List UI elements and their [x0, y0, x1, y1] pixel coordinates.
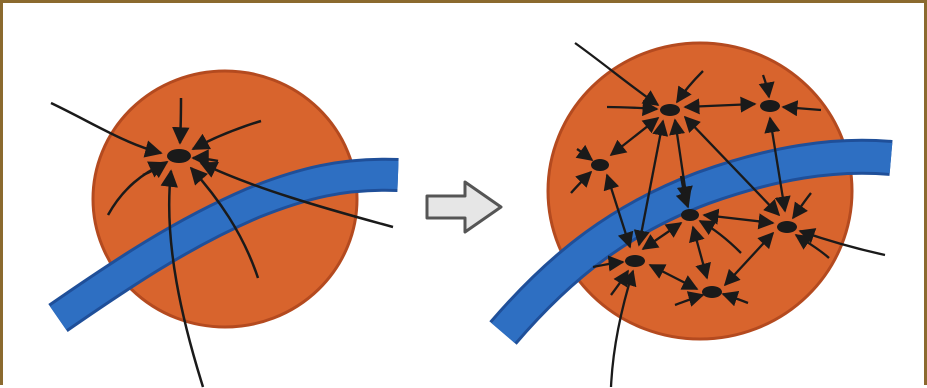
hub-e	[777, 221, 797, 233]
hub-c	[591, 159, 609, 171]
right-arrow-icon	[427, 182, 501, 232]
hub-g	[702, 286, 722, 298]
hub-f	[625, 255, 645, 267]
hub-a	[660, 104, 680, 116]
diagram-canvas	[3, 3, 927, 388]
panel-before	[51, 71, 398, 387]
hub-b	[760, 100, 780, 112]
hub-d	[681, 209, 699, 221]
panel-after	[503, 43, 891, 387]
hub-before	[167, 149, 191, 163]
